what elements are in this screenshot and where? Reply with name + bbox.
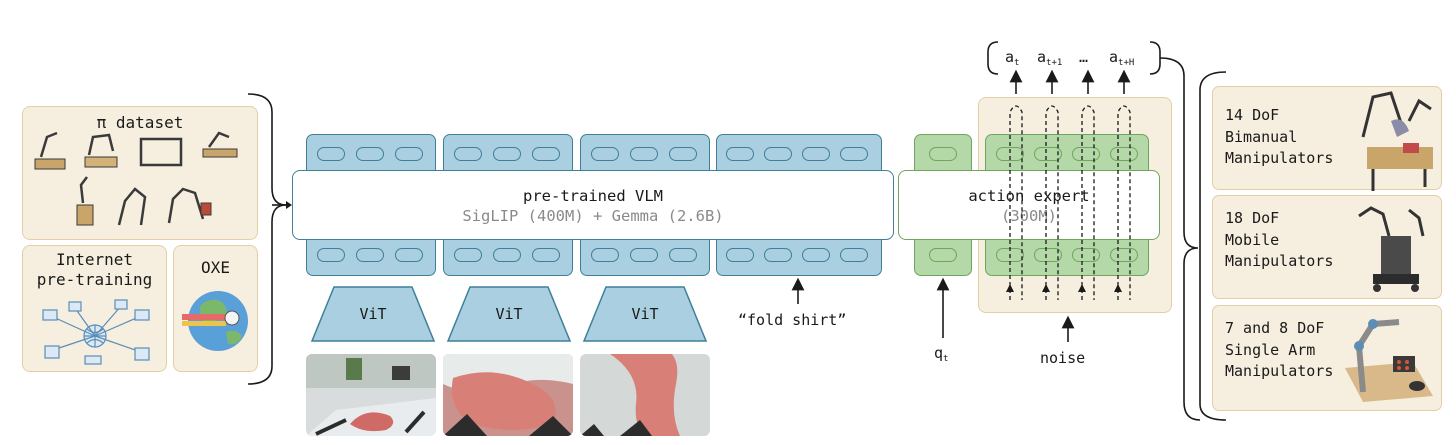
internet-pretraining-panel: Internet pre-training xyxy=(22,245,167,372)
token xyxy=(356,248,384,262)
camera-image-3 xyxy=(580,354,710,436)
action-a-t: at xyxy=(1005,48,1020,68)
token xyxy=(591,147,619,161)
mobile-robot-image xyxy=(1358,206,1425,292)
robot-label-single-arm: 7 and 8 DoF Single Arm Manipulators xyxy=(1225,319,1334,380)
action-token xyxy=(996,147,1024,161)
token xyxy=(669,248,697,262)
vit-encoder-3: ViT xyxy=(582,286,708,342)
token xyxy=(317,248,345,262)
camera-image-1 xyxy=(306,354,436,436)
token xyxy=(802,147,830,161)
token xyxy=(630,248,658,262)
token xyxy=(764,147,792,161)
state-label: qt xyxy=(934,344,949,364)
action-expert-subtitle: (300M) xyxy=(1001,207,1057,225)
token xyxy=(317,147,345,161)
token xyxy=(591,248,619,262)
single-arm-robot-image xyxy=(1345,319,1433,402)
state-token xyxy=(929,147,957,161)
token xyxy=(764,248,792,262)
token xyxy=(840,248,868,262)
token xyxy=(356,147,384,161)
token xyxy=(630,147,658,161)
token xyxy=(454,248,482,262)
robot-label-bimanual: 14 DoF Bimanual Manipulators xyxy=(1225,106,1334,167)
token xyxy=(493,248,521,262)
token xyxy=(454,147,482,161)
state-token xyxy=(929,248,957,262)
vit-encoder-1: ViT xyxy=(310,286,436,342)
vit-label-2: ViT xyxy=(495,305,523,323)
pi-dataset-label: π dataset xyxy=(96,113,184,132)
token xyxy=(726,147,754,161)
vit-label-3: ViT xyxy=(631,305,659,323)
action-expert-title: action expert xyxy=(968,187,1090,205)
camera-image-2 xyxy=(443,354,573,436)
token xyxy=(726,248,754,262)
vlm-title: pre-trained VLM xyxy=(523,187,663,205)
noise-label: noise xyxy=(1040,349,1086,367)
action-ellipsis: … xyxy=(1079,48,1089,66)
network-globe-icon xyxy=(42,299,150,365)
robot-box-single-arm: 7 and 8 DoF Single Arm Manipulators xyxy=(1212,305,1442,411)
token xyxy=(532,147,560,161)
token xyxy=(493,147,521,161)
vit-encoder-2: ViT xyxy=(446,286,572,342)
action-a-t-plus-h: at+H xyxy=(1109,48,1135,68)
oxe-panel: OXE xyxy=(173,245,258,372)
action-token xyxy=(1110,248,1138,262)
robot-fleet-thumbnails xyxy=(34,131,238,226)
token xyxy=(802,248,830,262)
vit-label-1: ViT xyxy=(359,305,387,323)
action-token xyxy=(1072,248,1100,262)
action-token xyxy=(1072,147,1100,161)
token xyxy=(395,248,423,262)
globe-icon xyxy=(182,291,248,351)
token xyxy=(840,147,868,161)
pi-dataset-panel: π dataset xyxy=(22,106,258,240)
action-token xyxy=(1034,248,1062,262)
prompt-text: “fold shirt” xyxy=(738,311,847,329)
robot-box-mobile: 18 DoF Mobile Manipulators xyxy=(1212,195,1442,299)
action-token xyxy=(1034,147,1062,161)
bimanual-robot-image xyxy=(1361,91,1433,191)
action-a-t-plus-1: at+1 xyxy=(1037,48,1063,68)
token xyxy=(395,147,423,161)
action-token xyxy=(1110,147,1138,161)
robot-label-mobile: 18 DoF Mobile Manipulators xyxy=(1225,209,1334,270)
oxe-label: OXE xyxy=(201,258,230,277)
vlm-subtitle: SigLIP (400M) + Gemma (2.6B) xyxy=(462,207,724,225)
token xyxy=(669,147,697,161)
action-expert-bar: action expert (300M) xyxy=(898,170,1160,240)
internet-pretraining-label: Internet pre-training xyxy=(36,250,153,289)
token xyxy=(532,248,560,262)
robot-box-bimanual: 14 DoF Bimanual Manipulators xyxy=(1212,86,1442,191)
vlm-bar: pre-trained VLM SigLIP (400M) + Gemma (2… xyxy=(292,170,894,240)
